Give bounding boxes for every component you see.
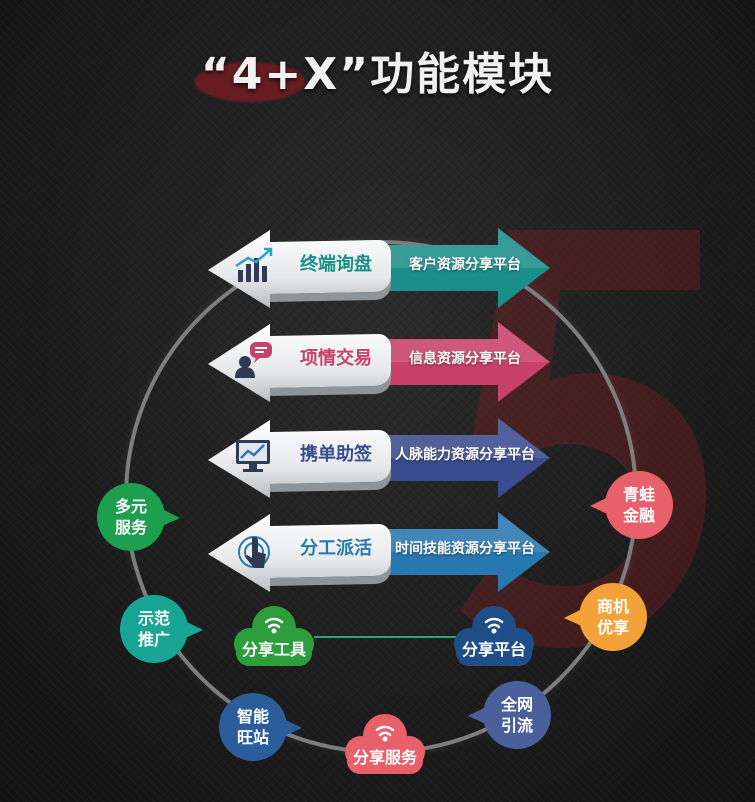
bubble-network-traffic[interactable]: 全网引流 xyxy=(464,676,556,754)
wifi-icon xyxy=(375,725,395,737)
bubble-text: 智能旺站 xyxy=(236,707,269,747)
module-row-terminal-inquiry[interactable]: 终端询盘 客户资源分享平台 xyxy=(208,228,560,318)
bubble-business-opportunity[interactable]: 商机优享 xyxy=(560,578,652,656)
cloud-label: 分享工具 xyxy=(241,640,306,659)
cloud-share-services[interactable]: 分享服务 xyxy=(339,712,431,778)
cloud-label: 分享平台 xyxy=(461,640,526,659)
bubble-text: 商机优享 xyxy=(596,597,629,637)
cloud-shape xyxy=(454,606,534,666)
cloud-share-platform[interactable]: 分享平台 xyxy=(448,604,540,670)
bubble-smart-site[interactable]: 智能旺站 xyxy=(214,688,306,766)
chat-person-icon xyxy=(235,342,272,378)
bubble-text: 全网引流 xyxy=(500,695,533,735)
bubble-text: 青蛙金融 xyxy=(622,485,655,525)
module-sub-label: 客户资源分享平台 xyxy=(409,257,521,273)
cloud-shape xyxy=(345,714,425,774)
arrow-graphic xyxy=(208,228,550,308)
module-label: 携单助签 xyxy=(300,444,372,465)
module-sub-label: 人脉能力资源分享平台 xyxy=(395,447,535,463)
module-row-order-sign[interactable]: 携单助签 人脉能力资源分享平台 xyxy=(208,418,560,508)
monitor-chart-icon xyxy=(236,440,270,472)
bubble-shape xyxy=(120,595,203,663)
title-accent-blob xyxy=(195,62,305,102)
bubble-diverse-services[interactable]: 多元服务 xyxy=(92,478,184,556)
module-sub-label: 信息资源分享平台 xyxy=(409,351,521,367)
bubble-shape xyxy=(590,471,673,539)
bubble-demo-promotion[interactable]: 示范推广 xyxy=(115,590,207,668)
module-label: 终端询盘 xyxy=(300,254,372,275)
touch-icon xyxy=(238,536,270,568)
module-label: 分工派活 xyxy=(300,538,372,559)
module-row-task-dispatch[interactable]: 分工派活 时间技能资源分享平台 xyxy=(208,512,560,602)
chart-icon xyxy=(235,247,273,282)
module-label: 项情交易 xyxy=(300,348,372,369)
arrow-graphic xyxy=(208,418,550,498)
bubble-frog-finance[interactable]: 青蛙金融 xyxy=(586,466,678,544)
bubble-shape xyxy=(97,483,180,551)
cloud-shape xyxy=(234,606,314,666)
arrow-graphic xyxy=(208,512,550,592)
cloud-connector-line xyxy=(314,636,456,638)
cloud-share-tools[interactable]: 分享工具 xyxy=(228,604,320,670)
bubble-text: 示范推广 xyxy=(137,609,170,649)
wifi-icon xyxy=(484,617,504,629)
bubble-shape xyxy=(219,693,302,761)
wifi-icon xyxy=(264,617,284,629)
bubble-shape xyxy=(564,583,647,651)
module-row-project-trade[interactable]: 项情交易 信息资源分享平台 xyxy=(208,322,560,412)
bubble-text: 多元服务 xyxy=(114,497,147,537)
module-sub-label: 时间技能资源分享平台 xyxy=(395,541,535,557)
page-title: “4+X”功能模块 xyxy=(200,49,555,100)
bubble-shape xyxy=(468,681,551,749)
cloud-label: 分享服务 xyxy=(352,748,417,767)
